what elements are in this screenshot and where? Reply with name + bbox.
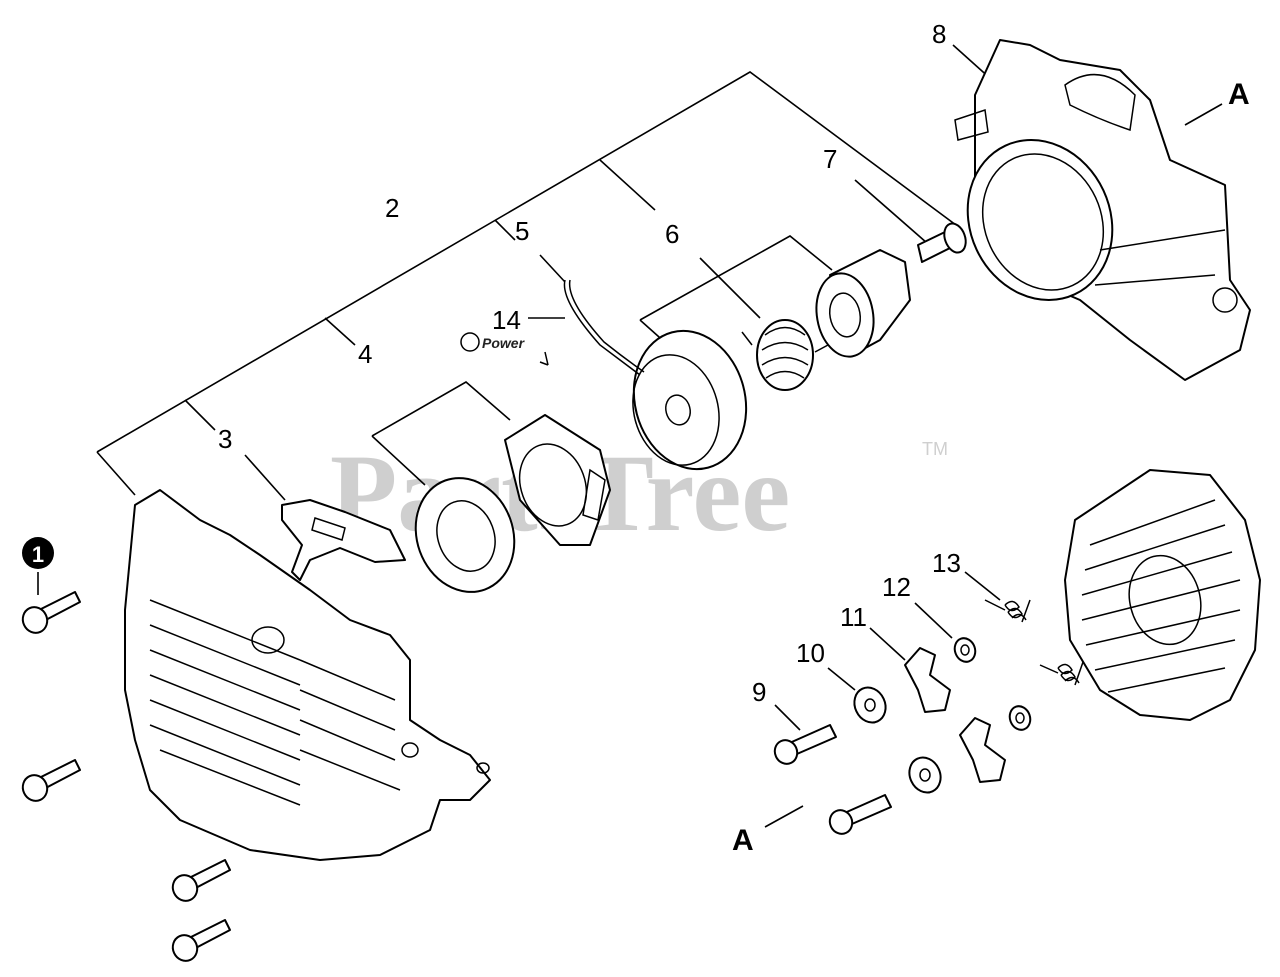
- spring-part-13: [984, 599, 1031, 623]
- cover-plate-part-4: [504, 414, 611, 546]
- ring-part-4: [414, 477, 516, 593]
- callout-2: 2: [385, 193, 399, 223]
- bolt: [171, 919, 231, 962]
- badge-icon: [460, 332, 480, 352]
- leader-lines: [37, 44, 1223, 828]
- section-marker-a-bottom: A: [732, 824, 754, 857]
- callout-1-marker: 1: [22, 537, 54, 569]
- bolt: [171, 859, 231, 902]
- pawl-part-11: [904, 647, 951, 713]
- callout-13: 13: [932, 548, 961, 578]
- bolt-part-9-second: [828, 794, 892, 835]
- section-markers: A A: [732, 78, 1250, 857]
- fan-housing-part-8: [954, 39, 1251, 381]
- pulley-boss-part-6: [815, 249, 911, 358]
- callout-1: 1: [32, 542, 44, 567]
- callout-4: 4: [358, 339, 372, 369]
- callout-6: 6: [665, 219, 679, 249]
- t-handle-part-3: [281, 499, 406, 581]
- bolts-part-1: [21, 591, 231, 962]
- badge-text: Power: [482, 335, 526, 351]
- watermark-trademark: TM: [922, 439, 948, 459]
- callout-7: 7: [823, 144, 837, 174]
- callout-3: 3: [218, 424, 232, 454]
- starter-housing-part-2: [124, 489, 491, 861]
- pulley-part-5: [563, 279, 748, 471]
- washer-part-10-second: [908, 756, 942, 794]
- callout-12: 12: [882, 572, 911, 602]
- flywheel: [1064, 469, 1261, 721]
- screw-part-7: [917, 222, 967, 263]
- bolt-part-9: [773, 724, 837, 765]
- washer-part-12: [953, 637, 977, 663]
- washer-part-10: [853, 686, 887, 724]
- callout-5: 5: [515, 216, 529, 246]
- callout-10: 10: [796, 638, 825, 668]
- callout-1-badge-icon: [22, 537, 54, 569]
- spring-part-13-second: [1039, 661, 1084, 686]
- callout-labels: 2 3 4 5 6 7 8 9 10 11 12 13 14: [218, 19, 961, 707]
- pawl-part-11-second: [959, 717, 1006, 783]
- bolt: [21, 591, 81, 634]
- bolt: [21, 759, 81, 802]
- callout-9: 9: [752, 677, 766, 707]
- power-badge: Power: [460, 332, 549, 366]
- section-marker-a-top: A: [1228, 78, 1250, 111]
- callout-14: 14: [492, 305, 521, 335]
- washer-part-12-second: [1008, 705, 1032, 731]
- callout-11: 11: [840, 602, 867, 632]
- assembly-bracket-lines: [96, 71, 961, 496]
- spring-part-6: [741, 319, 829, 391]
- callout-8: 8: [932, 19, 946, 49]
